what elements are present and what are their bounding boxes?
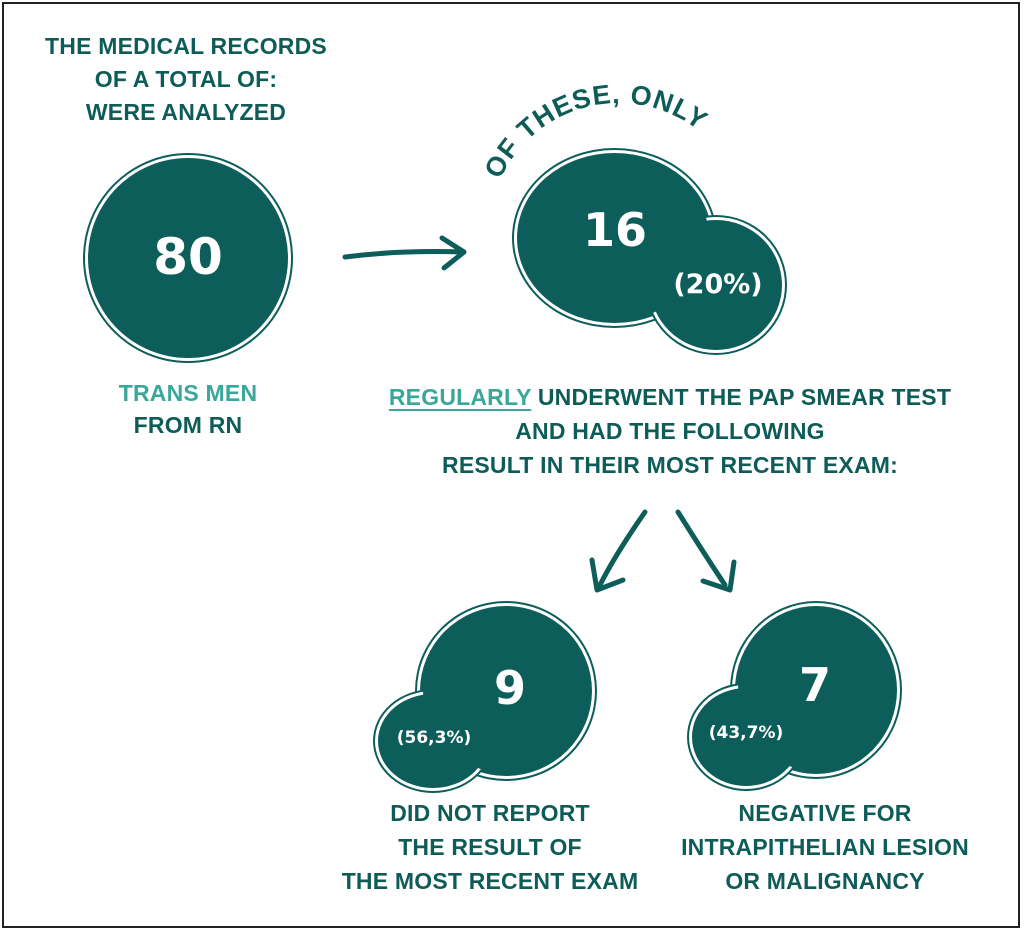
intro-line-2: OF A TOTAL OF:	[94, 66, 278, 92]
subset-percent: (20%)	[673, 269, 763, 300]
arrow-to-subset	[342, 249, 465, 260]
description-line-2: AND HAD THE FOLLOWING	[515, 418, 825, 444]
outcome-2-circle-cover	[738, 609, 894, 771]
outcome-2-label-line-3: OR MALIGNANCY	[725, 868, 925, 894]
subset-value: 16	[582, 203, 647, 257]
description-text: REGULARLY UNDERWENT THE PAP SMEAR TEST A…	[330, 380, 1010, 482]
outcome-1-value: 9	[493, 661, 526, 715]
outcome-1-label-line-3: THE MOST RECENT EXAM	[341, 868, 639, 894]
total-label-line-2: FROM RN	[133, 412, 243, 438]
outcome-1-percent: (56,3%)	[396, 728, 472, 748]
outcome-1-circle-cover	[423, 609, 589, 773]
outcome-1-label-line-1: DID NOT REPORT	[390, 800, 590, 826]
intro-line-3: WERE ANALYZED	[85, 99, 287, 125]
outcome-2-value: 7	[798, 658, 831, 712]
outcome-1-label: DID NOT REPORT THE RESULT OF THE MOST RE…	[300, 796, 680, 898]
total-circle	[88, 158, 288, 358]
description-line-1: REGULARLY UNDERWENT THE PAP SMEAR TEST	[330, 380, 1010, 414]
arrow-to-outcome-2-head	[700, 559, 737, 593]
total-value: 80	[153, 228, 223, 286]
arrow-to-subset-head	[439, 235, 467, 271]
intro-line-1: THE MEDICAL RECORDS	[45, 33, 327, 59]
description-emphasis: REGULARLY	[388, 384, 532, 410]
outcome-2-percent: (43,7%)	[708, 723, 784, 743]
arrow-to-outcome-2	[675, 509, 728, 588]
intro-text: THE MEDICAL RECORDS OF A TOTAL OF: WERE …	[10, 30, 362, 129]
outcome-2-label-line-2: INTRAPITHELIAN LESION	[681, 834, 969, 860]
arrow-to-outcome-1-head	[589, 557, 626, 593]
outcome-2-label-line-1: NEGATIVE FOR	[738, 800, 912, 826]
subset-circle-cover	[520, 156, 709, 320]
description-line-1-rest: UNDERWENT THE PAP SMEAR TEST	[531, 384, 952, 410]
total-label-line-1: TRANS MEN	[118, 380, 258, 406]
arrow-to-outcome-1	[597, 509, 648, 588]
outcome-2-label: NEGATIVE FOR INTRAPITHELIAN LESION OR MA…	[650, 796, 1000, 898]
description-line-3: RESULT IN THEIR MOST RECENT EXAM:	[442, 452, 898, 478]
outcome-1-label-line-2: THE RESULT OF	[398, 834, 582, 860]
